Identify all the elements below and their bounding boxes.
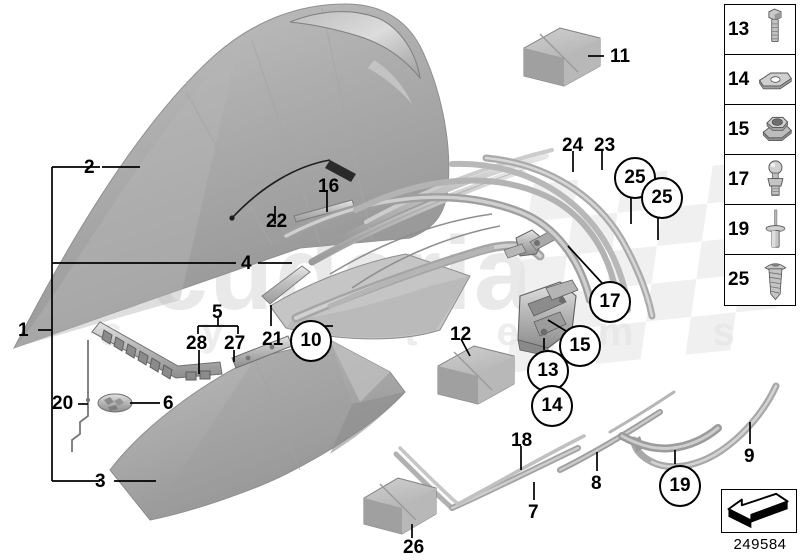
legend-num-19: 19	[728, 218, 750, 240]
callout-19-circled: 19	[659, 465, 701, 507]
callout-12: 12	[450, 324, 472, 345]
part-26-carton	[363, 477, 437, 535]
callout-15-circled: 15	[559, 325, 601, 367]
legend-row-19: 19	[725, 205, 795, 255]
legend-row-15: 15	[725, 105, 795, 155]
part-3-headliner-panel	[109, 339, 406, 521]
legend-num-13: 13	[728, 18, 750, 40]
callout-5: 5	[212, 302, 223, 323]
legend-num-17: 17	[728, 168, 750, 190]
callout-11: 11	[610, 46, 631, 67]
hardware-legend: 13 14	[724, 4, 796, 306]
part-8-seal	[557, 390, 676, 473]
part-4-cant-rail-assembly	[91, 253, 471, 381]
callout-14-circled: 14	[531, 385, 573, 427]
legend-num-25: 25	[728, 269, 750, 290]
part-6-grommet	[97, 393, 133, 413]
weatherstrips-23-24-25	[282, 154, 656, 320]
rivet-icon	[754, 205, 795, 254]
legend-num-15: 15	[728, 118, 750, 140]
hex-bolt-icon	[754, 5, 795, 54]
legend-row-14: 14	[725, 55, 795, 105]
callout-25-circled-b: 25	[641, 177, 683, 219]
legend-row-17: 17	[725, 155, 795, 205]
washer-icon	[754, 55, 795, 104]
callout-22: 22	[266, 211, 288, 232]
view-direction-inset	[721, 489, 797, 533]
callout-26: 26	[403, 537, 425, 558]
callout-27: 27	[224, 333, 246, 354]
legend-num-14: 14	[728, 68, 750, 90]
callout-23: 23	[594, 135, 616, 156]
callout-18: 18	[511, 430, 533, 451]
view-direction-arrow-icon	[727, 492, 789, 529]
callout-21: 21	[262, 329, 284, 350]
callout-28: 28	[186, 333, 208, 354]
part-19-corner-seal	[618, 424, 722, 453]
callout-24: 24	[562, 135, 584, 156]
latch-mechanism	[517, 279, 579, 357]
callout-3: 3	[95, 471, 106, 492]
part-22-cable	[229, 159, 356, 221]
legend-row-25: 25	[725, 255, 795, 305]
callout-9: 9	[744, 446, 755, 467]
callout-20: 20	[52, 393, 74, 414]
callout-1: 1	[18, 320, 29, 341]
callout-7: 7	[528, 502, 539, 523]
flange-nut-icon	[754, 105, 795, 154]
legend-row-13: 13	[725, 5, 795, 55]
callout-4: 4	[241, 253, 252, 274]
callout-6: 6	[163, 393, 174, 414]
screw-icon	[754, 255, 795, 305]
callout-10-circled: 10	[290, 320, 332, 362]
diagram-id: 249584	[733, 536, 787, 553]
ball-stud-icon	[754, 155, 795, 204]
part-12-carton	[437, 345, 515, 405]
callout-2: 2	[84, 157, 95, 178]
part-11-carton	[523, 27, 601, 87]
callout-16: 16	[318, 176, 340, 197]
callout-17-circled: 17	[589, 281, 631, 323]
callout-8: 8	[591, 473, 602, 494]
